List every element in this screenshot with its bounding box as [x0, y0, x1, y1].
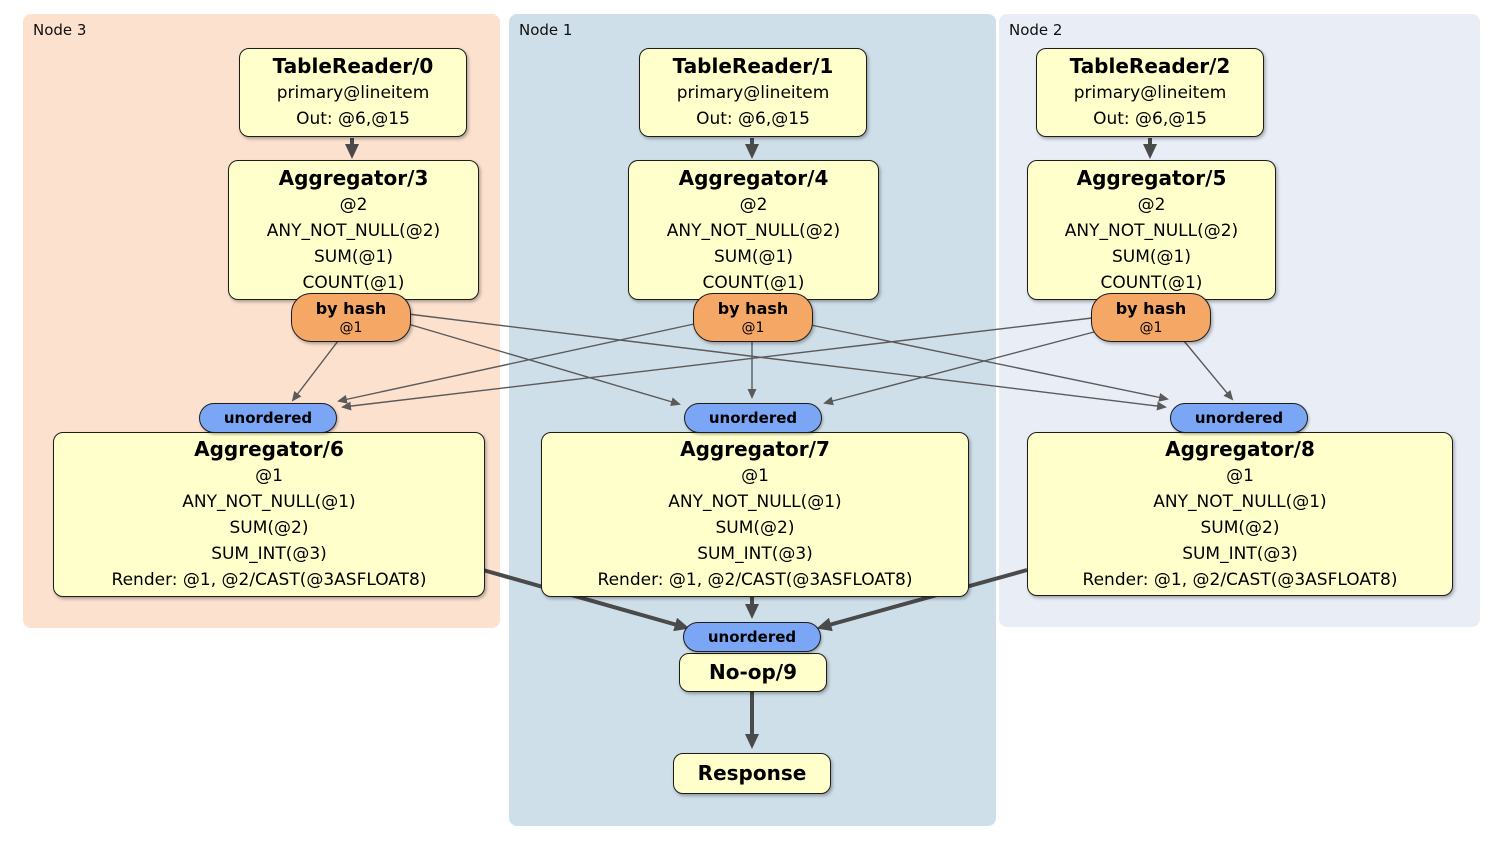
processor-aggregator-5: Aggregator/5 @2 ANY_NOT_NULL(@2) SUM(@1)…	[1027, 160, 1276, 300]
processor-title: Aggregator/7	[680, 437, 830, 461]
router-detail: @1	[741, 320, 765, 336]
processor-detail: Render: @1, @2/CAST(@3ASFLOAT8)	[111, 570, 427, 590]
processor-noop-9: No-op/9	[679, 653, 827, 692]
processor-title: Aggregator/5	[1076, 165, 1227, 190]
processor-detail: primary@lineitem	[1073, 83, 1227, 103]
processor-title: Response	[697, 761, 807, 785]
processor-detail: SUM_INT(@3)	[211, 544, 327, 564]
processor-title: TableReader/0	[272, 54, 434, 78]
sync-unordered-final: unordered	[683, 622, 821, 652]
processor-title: TableReader/2	[1069, 54, 1231, 78]
processor-title: No-op/9	[708, 660, 798, 684]
processor-detail: SUM(@1)	[714, 246, 793, 267]
processor-detail: @1	[741, 466, 769, 486]
processor-detail: COUNT(@1)	[302, 272, 405, 293]
processor-detail: COUNT(@1)	[702, 272, 805, 293]
processor-detail: COUNT(@1)	[1100, 272, 1203, 293]
region-label-node2: Node 2	[1009, 21, 1063, 39]
router-detail: @1	[339, 320, 363, 336]
sync-label: unordered	[223, 409, 313, 427]
processor-detail: ANY_NOT_NULL(@1)	[668, 492, 842, 512]
processor-title: Aggregator/4	[678, 165, 829, 190]
processor-tablereader-1: TableReader/1 primary@lineitem Out: @6,@…	[639, 48, 867, 137]
processor-detail: primary@lineitem	[676, 83, 830, 103]
processor-title: Aggregator/6	[194, 437, 344, 461]
processor-detail: @2	[339, 194, 368, 215]
router-label: by hash	[717, 299, 789, 318]
processor-detail: SUM(@2)	[715, 518, 795, 538]
processor-detail: SUM_INT(@3)	[1182, 543, 1298, 564]
processor-tablereader-0: TableReader/0 primary@lineitem Out: @6,@…	[239, 48, 467, 137]
processor-detail: @1	[1226, 465, 1254, 486]
processor-flow-edges	[345, 138, 1157, 749]
processor-detail: SUM_INT(@3)	[697, 544, 813, 564]
processor-response: Response	[673, 753, 831, 794]
processor-title: Aggregator/3	[278, 165, 429, 190]
processor-detail: SUM(@1)	[1112, 246, 1191, 267]
hash-router-stream-edges	[291, 313, 1234, 411]
processor-tablereader-2: TableReader/2 primary@lineitem Out: @6,@…	[1036, 48, 1264, 137]
processor-detail: Render: @1, @2/CAST(@3ASFLOAT8)	[597, 570, 913, 590]
sync-unordered-node2: unordered	[1170, 403, 1308, 433]
hash-router-node2: by hash @1	[1091, 293, 1211, 342]
processor-title: TableReader/1	[672, 54, 834, 78]
processor-detail: @1	[255, 466, 283, 486]
processor-aggregator-8: Aggregator/8 @1 ANY_NOT_NULL(@1) SUM(@2)…	[1027, 432, 1453, 596]
processor-detail: @2	[739, 194, 768, 215]
processor-aggregator-3: Aggregator/3 @2 ANY_NOT_NULL(@2) SUM(@1)…	[228, 160, 479, 300]
region-label-node1: Node 1	[519, 21, 573, 39]
processor-detail: ANY_NOT_NULL(@1)	[1153, 491, 1327, 512]
router-label: by hash	[1115, 299, 1187, 318]
processor-detail: SUM(@1)	[314, 246, 393, 267]
sync-label: unordered	[708, 409, 798, 427]
processor-detail: SUM(@2)	[1200, 517, 1280, 538]
processor-detail: ANY_NOT_NULL(@2)	[266, 220, 441, 241]
sync-unordered-node3: unordered	[199, 403, 337, 433]
processor-aggregator-6: Aggregator/6 @1 ANY_NOT_NULL(@1) SUM(@2)…	[53, 432, 485, 597]
router-label: by hash	[315, 299, 387, 318]
processor-detail: Out: @6,@15	[696, 109, 810, 129]
processor-detail: ANY_NOT_NULL(@2)	[666, 220, 841, 241]
processor-detail: primary@lineitem	[276, 83, 430, 103]
hash-router-node1: by hash @1	[693, 293, 813, 342]
sync-label: unordered	[1194, 409, 1284, 427]
hash-router-node3: by hash @1	[291, 293, 411, 342]
processor-detail: Out: @6,@15	[296, 109, 410, 129]
processor-detail: @2	[1137, 194, 1166, 215]
processor-title: Aggregator/8	[1165, 436, 1315, 461]
processor-detail: ANY_NOT_NULL(@1)	[182, 492, 356, 512]
sync-unordered-node1: unordered	[684, 403, 822, 433]
router-detail: @1	[1139, 320, 1163, 336]
processor-detail: SUM(@2)	[229, 518, 309, 538]
processor-detail: ANY_NOT_NULL(@2)	[1064, 220, 1239, 241]
sync-label: unordered	[707, 628, 797, 646]
processor-aggregator-7: Aggregator/7 @1 ANY_NOT_NULL(@1) SUM(@2)…	[541, 432, 969, 597]
processor-aggregator-4: Aggregator/4 @2 ANY_NOT_NULL(@2) SUM(@1)…	[628, 160, 879, 300]
region-label-node3: Node 3	[33, 21, 87, 39]
processor-detail: Out: @6,@15	[1093, 109, 1207, 129]
processor-detail: Render: @1, @2/CAST(@3ASFLOAT8)	[1082, 569, 1398, 590]
